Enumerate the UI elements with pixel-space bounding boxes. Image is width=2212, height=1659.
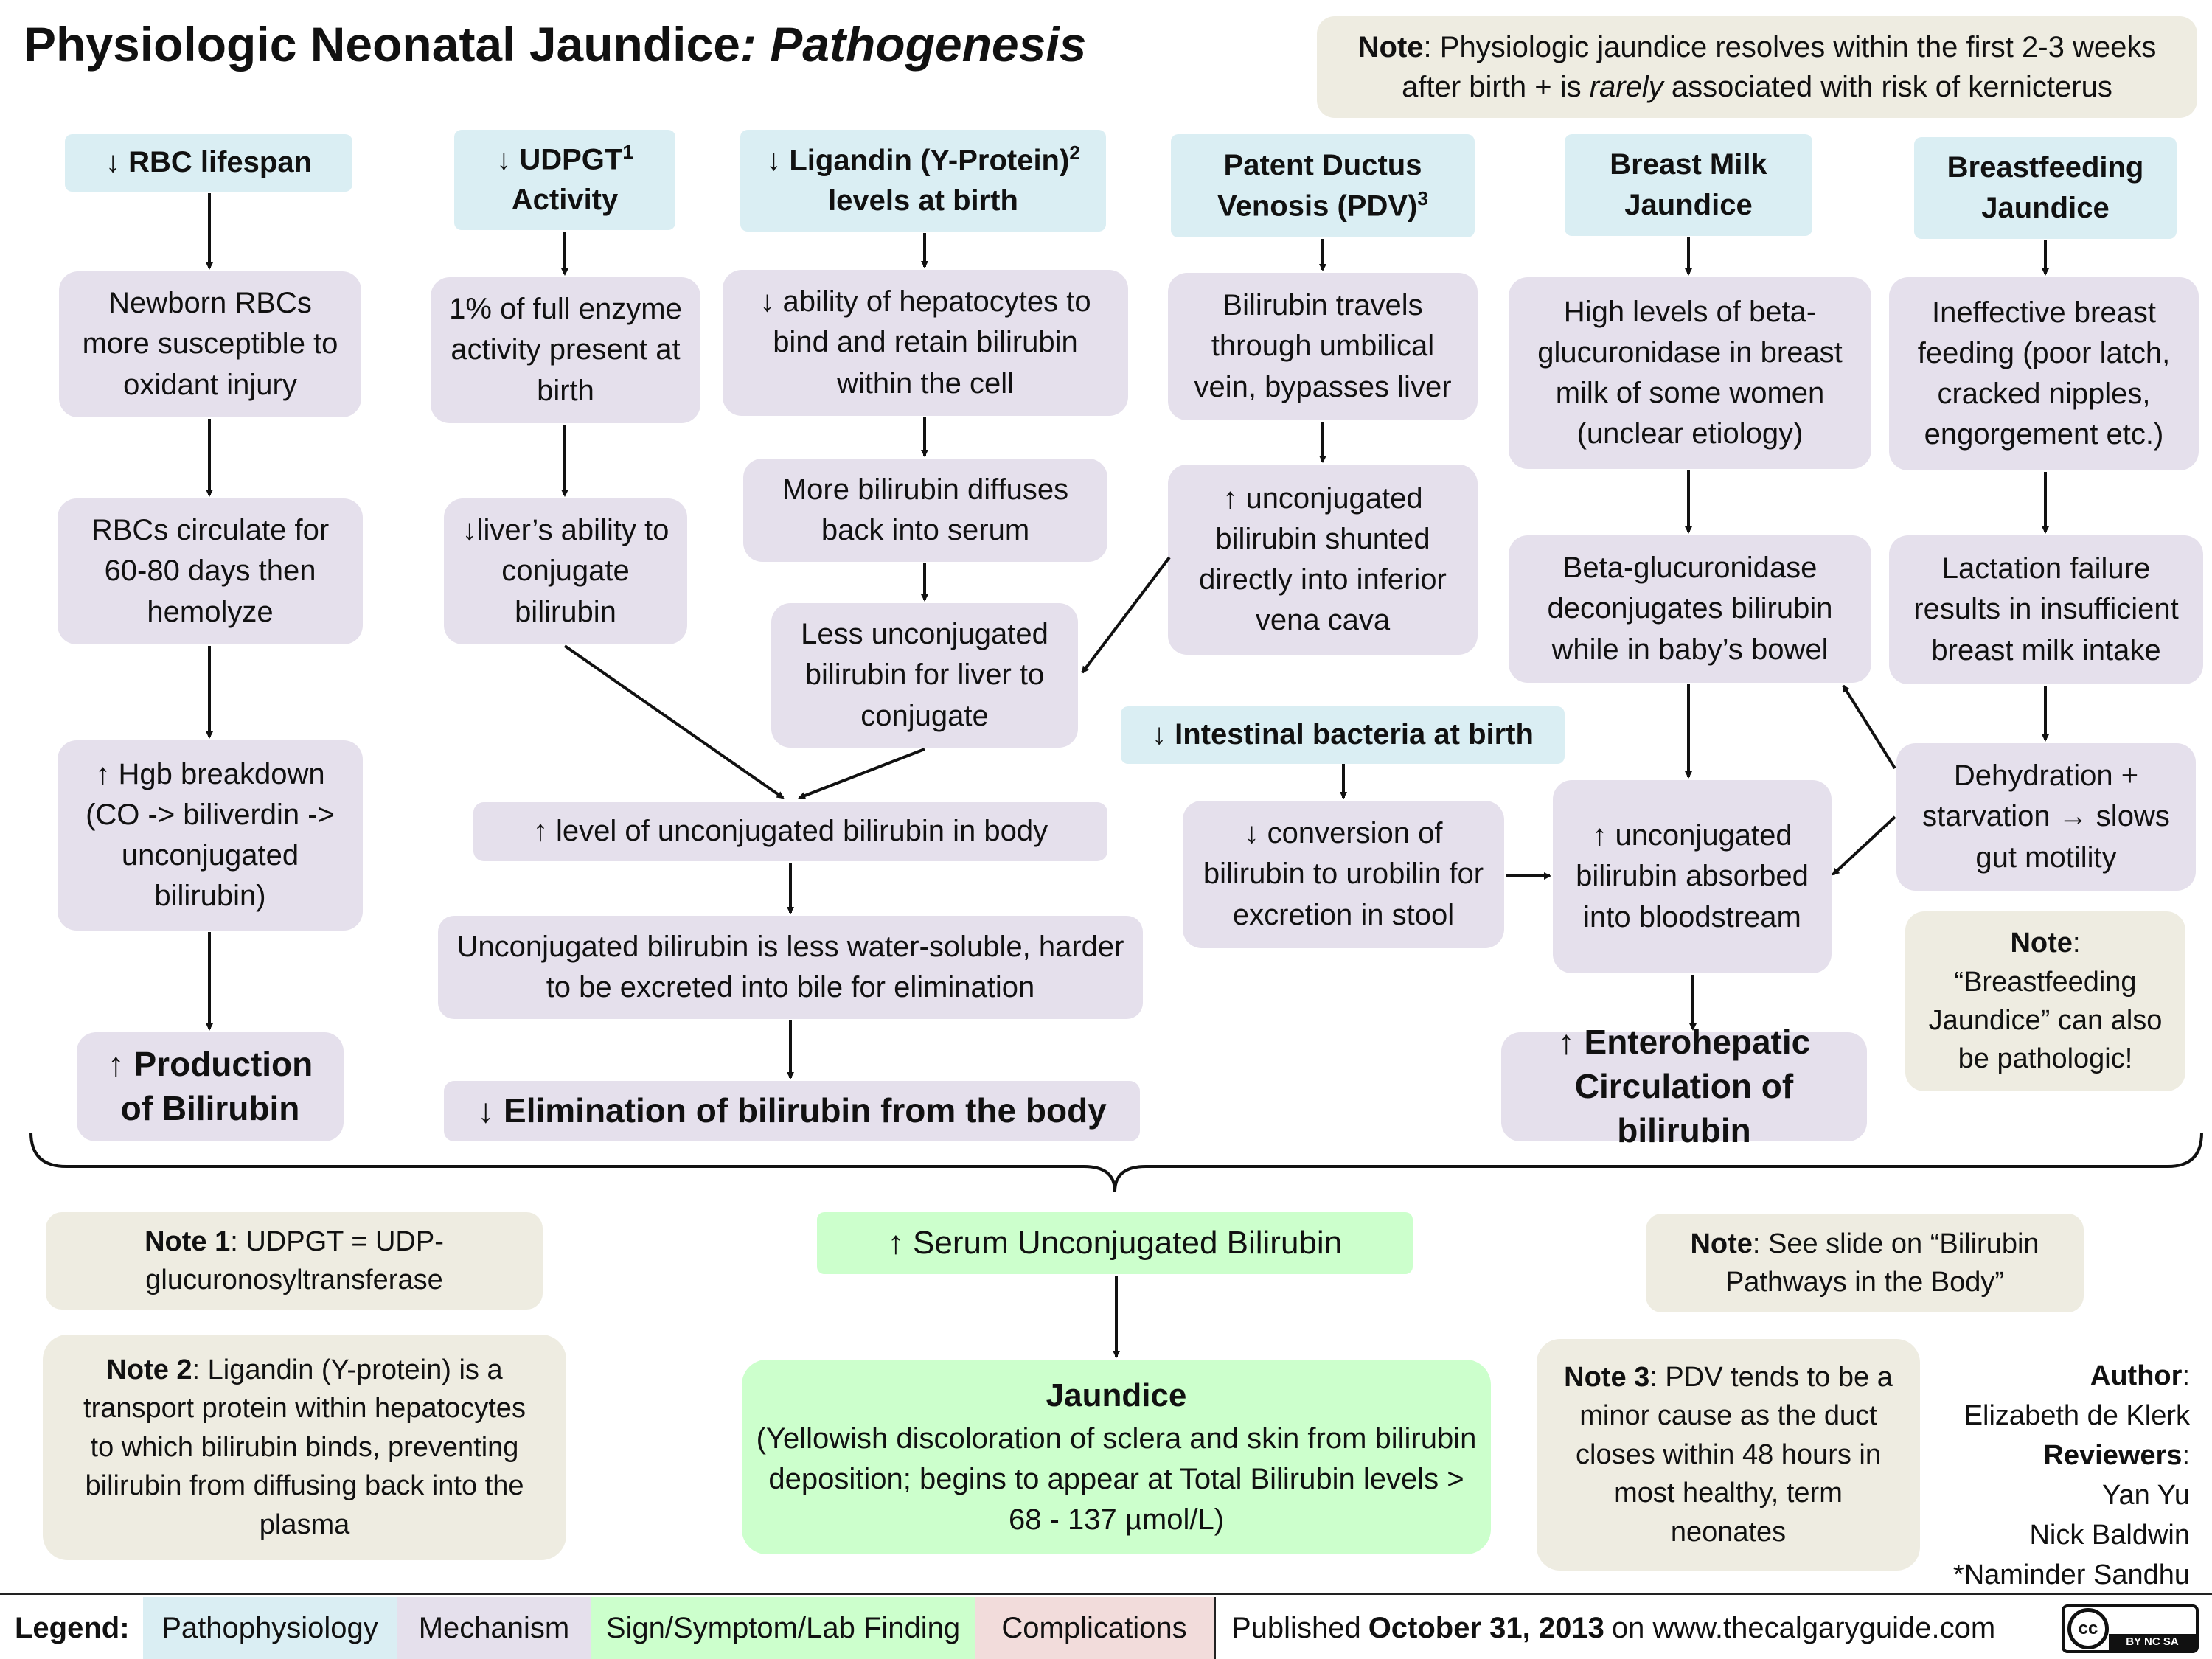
hepatocyte-ability-box: ↓ ability of hepatocytes to bind and ret… — [723, 270, 1128, 416]
hgb-breakdown-box: ↑ Hgb breakdown (CO -> biliverdin -> unc… — [58, 740, 363, 931]
umbilical-vein-box: Bilirubin travels through umbilical vein… — [1168, 273, 1478, 420]
pdv-header: Patent Ductus Venosis (PDV)3 — [1171, 134, 1475, 237]
legend-separator — [1214, 1597, 1216, 1659]
lactation-failure-box: Lactation failure results in insufficien… — [1889, 535, 2203, 684]
enzyme-activity-box: 1% of full enzyme activity present at bi… — [431, 277, 700, 423]
note-3: Note 3: PDV tends to be a minor cause as… — [1537, 1339, 1920, 1571]
jaundice-box: Jaundice (Yellowish discoloration of scl… — [742, 1360, 1491, 1554]
breastfeeding-note: Note: “Breastfeeding Jaundice” can also … — [1905, 911, 2185, 1091]
water-soluble-box: Unconjugated bilirubin is less water-sol… — [438, 916, 1143, 1019]
serum-bilirubin-box: ↑ Serum Unconjugated Bilirubin — [817, 1212, 1413, 1274]
arrow — [798, 748, 925, 799]
breast-milk-jaundice-header: Breast Milk Jaundice — [1565, 134, 1812, 236]
legend-pathophysiology: Pathophysiology — [143, 1597, 397, 1659]
urobilin-conversion-box: ↓ conversion of bilirubin to urobilin fo… — [1183, 801, 1504, 948]
credits: Author: Elizabeth de Klerk Reviewers: Ya… — [1952, 1360, 2190, 1590]
arrow — [1842, 684, 1896, 770]
newborn-rbc-box: Newborn RBCs more susceptible to oxidant… — [59, 271, 361, 417]
liver-ability-box: ↓liver’s ability to conjugate bilirubin — [444, 498, 687, 644]
rbc-lifespan-header: ↓ RBC lifespan — [65, 134, 352, 192]
page-title: Physiologic Neonatal Jaundice: Pathogene… — [24, 17, 1087, 72]
legend-complications: Complications — [975, 1597, 1214, 1659]
breastfeeding-jaundice-header: Breastfeeding Jaundice — [1914, 137, 2177, 239]
creative-commons-license-icon: cc BY NC SA — [2062, 1604, 2199, 1653]
published-info: Published October 31, 2013 on www.thecal… — [1231, 1611, 1996, 1644]
dehydration-box: Dehydration + starvation → slows gut mot… — [1896, 743, 2196, 891]
absorbed-bloodstream-box: ↑ unconjugated bilirubin absorbed into b… — [1553, 780, 1832, 973]
deconjugates-bilirubin-box: Beta-glucuronidase deconjugates bilirubi… — [1509, 535, 1871, 683]
ligandin-header: ↓ Ligandin (Y-Protein)2 levels at birth — [740, 130, 1106, 232]
arrow — [1081, 556, 1171, 674]
bilirubin-diffuses-box: More bilirubin diffuses back into serum — [743, 459, 1107, 562]
note-bilirubin-pathways: Note: See slide on “Bilirubin Pathways i… — [1646, 1214, 2084, 1312]
top-note: Note: Physiologic jaundice resolves with… — [1317, 16, 2197, 118]
summary-brace — [29, 1132, 2203, 1192]
production-bilirubin-box: ↑ Production of Bilirubin — [77, 1032, 344, 1141]
legend-mechanism: Mechanism — [397, 1597, 591, 1659]
shunted-ivc-box: ↑ unconjugated bilirubin shunted directl… — [1168, 465, 1478, 655]
rbc-circulate-box: RBCs circulate for 60-80 days then hemol… — [58, 498, 363, 644]
intestinal-bacteria-header: ↓ Intestinal bacteria at birth — [1121, 706, 1565, 764]
arrow — [563, 644, 785, 799]
arrow — [1832, 815, 1896, 876]
beta-glucuronidase-levels-box: High levels of beta-glucuronidase in bre… — [1509, 277, 1871, 469]
ineffective-feeding-box: Ineffective breast feeding (poor latch, … — [1889, 277, 2199, 470]
less-unconjugated-box: Less unconjugated bilirubin for liver to… — [771, 603, 1078, 748]
udpgt-header: ↓ UDPGT1 Activity — [454, 130, 675, 230]
unconjugated-level-box: ↑ level of unconjugated bilirubin in bod… — [473, 802, 1107, 861]
note-2: Note 2: Ligandin (Y-protein) is a transp… — [43, 1335, 566, 1560]
legend-divider — [0, 1593, 2212, 1595]
legend-label: Legend: — [15, 1611, 130, 1644]
note-1: Note 1: UDPGT = UDP-glucuronosyltransfer… — [46, 1212, 543, 1310]
legend-sign-symptom: Sign/Symptom/Lab Finding — [591, 1597, 975, 1659]
elimination-box: ↓ Elimination of bilirubin from the body — [444, 1081, 1140, 1141]
